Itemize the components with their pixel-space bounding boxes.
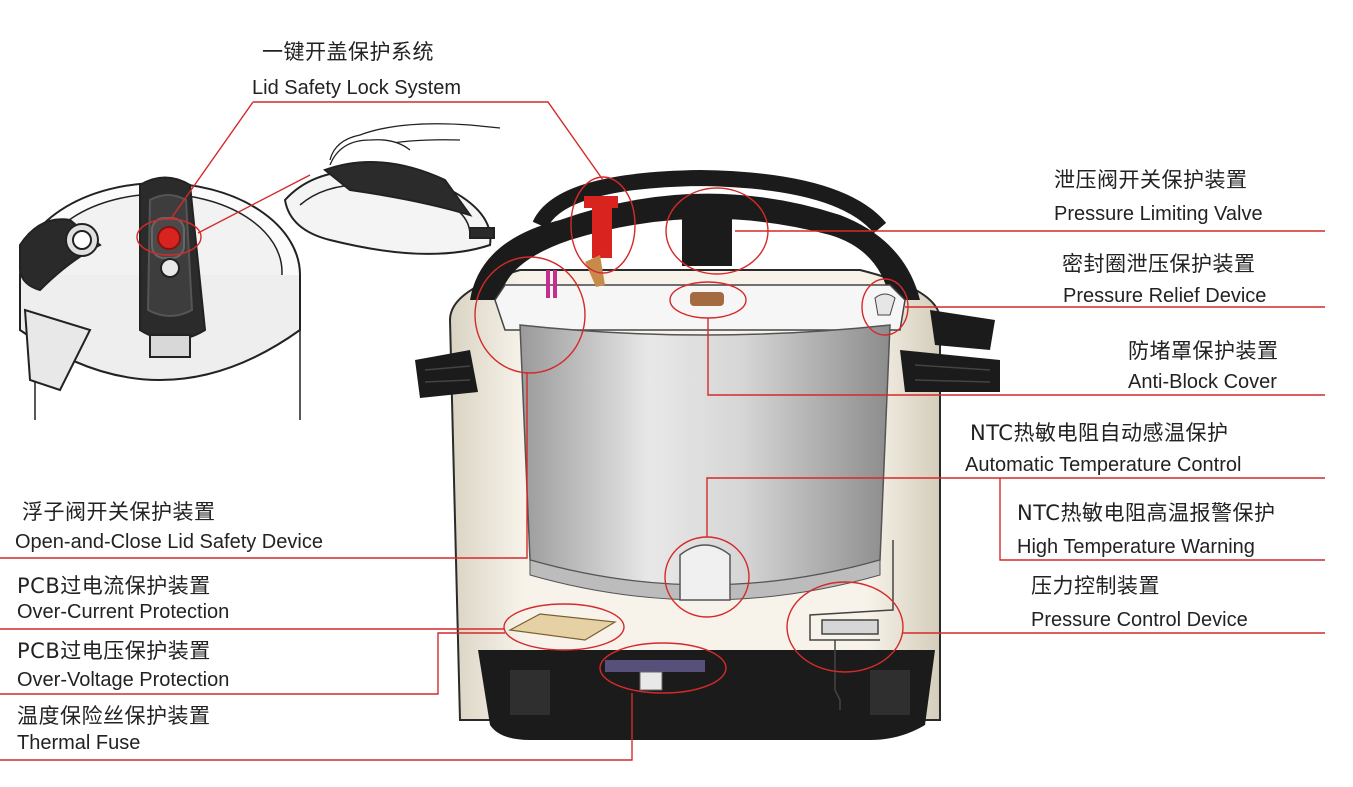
- label-high-temp-en: High Temperature Warning: [1017, 536, 1255, 558]
- label-high-temp-zh: NTC热敏电阻高温报警保护: [1017, 501, 1276, 525]
- callout-circle-pressure-control: [786, 581, 904, 673]
- label-auto-temp-zh: NTC热敏电阻自动感温保护: [970, 421, 1229, 445]
- callouts: [0, 101, 1325, 761]
- label-thermal-fuse-en: Thermal Fuse: [17, 732, 141, 754]
- lid-illustration: [19, 123, 501, 420]
- label-anti-block-en: Anti-Block Cover: [1128, 371, 1277, 393]
- label-pressure-relief-zh: 密封圈泄压保护装置: [1062, 252, 1256, 276]
- label-over-voltage-en: Over-Voltage Protection: [17, 669, 230, 691]
- label-float-valve-zh: 浮子阀开关保护装置: [22, 500, 216, 524]
- label-over-current-zh: PCB过电流保护装置: [17, 574, 211, 598]
- callout-circle-thermal-fuse: [599, 642, 727, 694]
- label-over-voltage-zh: PCB过电压保护装置: [17, 639, 211, 663]
- label-thermal-fuse-zh: 温度保险丝保护装置: [17, 704, 211, 728]
- callout-circle-lid-red-button: [136, 218, 202, 256]
- label-pressure-limiting-en: Pressure Limiting Valve: [1054, 203, 1263, 225]
- label-anti-block-zh: 防堵罩保护装置: [1128, 339, 1279, 363]
- callout-circle-lid-valve: [570, 176, 636, 274]
- callout-circle-float-valve: [474, 256, 586, 374]
- label-pressure-control-en: Pressure Control Device: [1031, 609, 1248, 631]
- label-lid-lock-zh: 一键开盖保护系统: [262, 40, 434, 64]
- callout-circle-pcb: [503, 603, 625, 651]
- label-pressure-relief-en: Pressure Relief Device: [1063, 285, 1267, 307]
- label-float-valve-en: Open-and-Close Lid Safety Device: [15, 531, 323, 553]
- label-auto-temp-en: Automatic Temperature Control: [965, 454, 1242, 476]
- cooker-body: [415, 169, 1000, 740]
- label-over-current-en: Over-Current Protection: [17, 601, 230, 623]
- label-pressure-limiting-zh: 泄压阀开关保护装置: [1054, 168, 1248, 192]
- label-pressure-control-zh: 压力控制装置: [1031, 574, 1160, 598]
- label-lid-lock-en: Lid Safety Lock System: [252, 77, 461, 99]
